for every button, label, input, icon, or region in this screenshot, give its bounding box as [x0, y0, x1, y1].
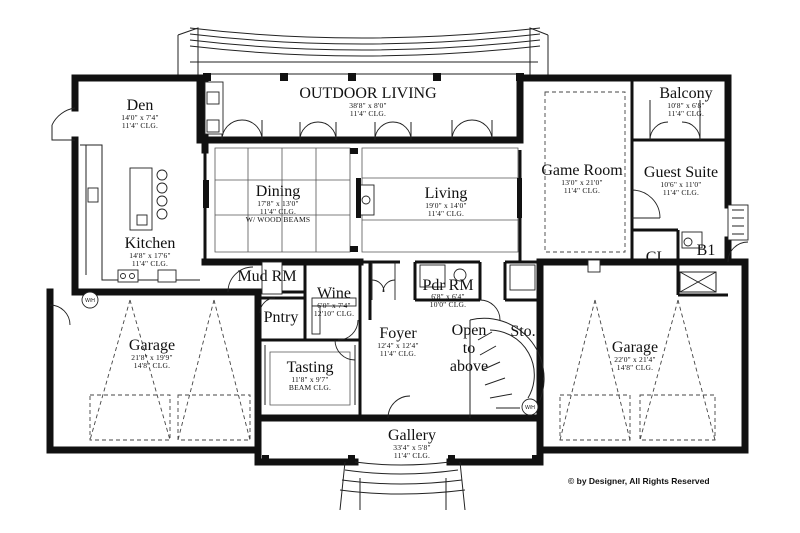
living-ceiling: 11'4" CLG. [428, 209, 464, 218]
outdoor-living-details [201, 73, 524, 144]
balcony-name: Balcony [659, 85, 712, 102]
pdr-rm-ceiling: 10'0" CLG. [430, 300, 466, 309]
copyright-text: © by Designer, All Rights Reserved [568, 476, 710, 486]
game-room-ceiling: 11'4" CLG. [564, 186, 600, 195]
dining-note: W/ WOOD BEAMS [246, 215, 311, 224]
exterior-walls [46, 73, 749, 466]
cl-name: CL [646, 249, 666, 266]
garage-left-details [49, 291, 251, 441]
rear-steps [177, 27, 549, 78]
kitchen-details [80, 144, 200, 283]
room-labels: OUTDOOR LIVING 38'8" x 8'0" 11'4" CLG. D… [85, 85, 718, 460]
foyer-name: Foyer [379, 325, 417, 342]
gallery-ceiling: 11'4" CLG. [394, 451, 430, 460]
garage-right-size: 22'0" x 21'4" [614, 355, 655, 364]
wine-size: 6'0" x 7'4" [317, 301, 351, 310]
b1-name: B1 [697, 242, 716, 259]
outdoor-living-name: OUTDOOR LIVING [299, 85, 437, 102]
interior-walls [203, 78, 728, 418]
guest-suite-name: Guest Suite [644, 164, 718, 181]
stair-icon [371, 262, 545, 419]
tasting-ceiling: BEAM CLG. [289, 383, 331, 392]
open-to-above-line3: above [450, 358, 488, 375]
open-to-above-line2: to [463, 340, 475, 357]
tasting-name: Tasting [287, 359, 334, 376]
wine-name: Wine [317, 285, 351, 302]
garage-right-ceiling: 14'8" CLG. [617, 363, 653, 372]
mud-room-details [227, 261, 359, 406]
gallery-name: Gallery [388, 427, 436, 444]
garage-right-name: Garage [612, 339, 658, 356]
pntry-name: Pntry [264, 309, 299, 326]
garage-left-ceiling: 14'8" CLG. [134, 361, 170, 370]
mud-rm-name: Mud RM [237, 268, 296, 285]
game-room-size: 13'0" x 21'0" [561, 178, 602, 187]
garage-left-name: Garage [129, 337, 175, 354]
water-heater-left-label: W/H [85, 298, 95, 304]
kitchen-ceiling: 11'4" CLG. [132, 259, 168, 268]
wine-ceiling: 12'10" CLG. [314, 309, 354, 318]
balcony-ceiling: 11'4" CLG. [668, 109, 704, 118]
pdr-rm-name: Pdr RM [422, 277, 473, 294]
den-ceiling: 11'4" CLG. [122, 121, 158, 130]
living-name: Living [425, 185, 468, 202]
living-details [356, 147, 522, 253]
gallery-size: 33'4" x 5'8" [393, 443, 430, 452]
garage-right-details [559, 299, 716, 441]
dining-name: Dining [256, 183, 300, 200]
living-size: 19'0" x 14'0" [425, 201, 466, 210]
kitchen-size: 14'8" x 17'6" [129, 251, 170, 260]
tasting-size: 11'8" x 9'7" [291, 375, 328, 384]
dining-ceiling: 11'4" CLG. [260, 207, 296, 216]
kitchen-name: Kitchen [125, 235, 176, 252]
dining-size: 17'8" x 13'0" [257, 199, 298, 208]
water-heater-right-label: W/H [525, 405, 535, 411]
front-steps [262, 455, 539, 511]
game-room-details [544, 91, 749, 293]
storage-name: Sto. [510, 323, 535, 340]
dining-beams [203, 147, 358, 253]
den-details [51, 81, 224, 141]
balcony-size: 10'8" x 6'8" [667, 101, 704, 110]
den-size: 14'0" x 7'4" [121, 113, 158, 122]
pdr-rm-size: 6'8" x 6'4" [431, 292, 465, 301]
open-to-above-line1: Open [452, 322, 487, 339]
den-name: Den [127, 97, 154, 114]
outdoor-living-ceiling: 11'4" CLG. [350, 109, 386, 118]
foyer-ceiling: 11'4" CLG. [380, 349, 416, 358]
guest-suite-size: 10'6" x 11'0" [660, 180, 701, 189]
guest-suite-ceiling: 11'4" CLG. [663, 188, 699, 197]
garage-left-size: 21'8" x 19'9" [131, 353, 172, 362]
outdoor-living-size: 38'8" x 8'0" [349, 101, 386, 110]
game-room-name: Game Room [541, 162, 623, 179]
foyer-size: 12'4" x 12'4" [377, 341, 418, 350]
